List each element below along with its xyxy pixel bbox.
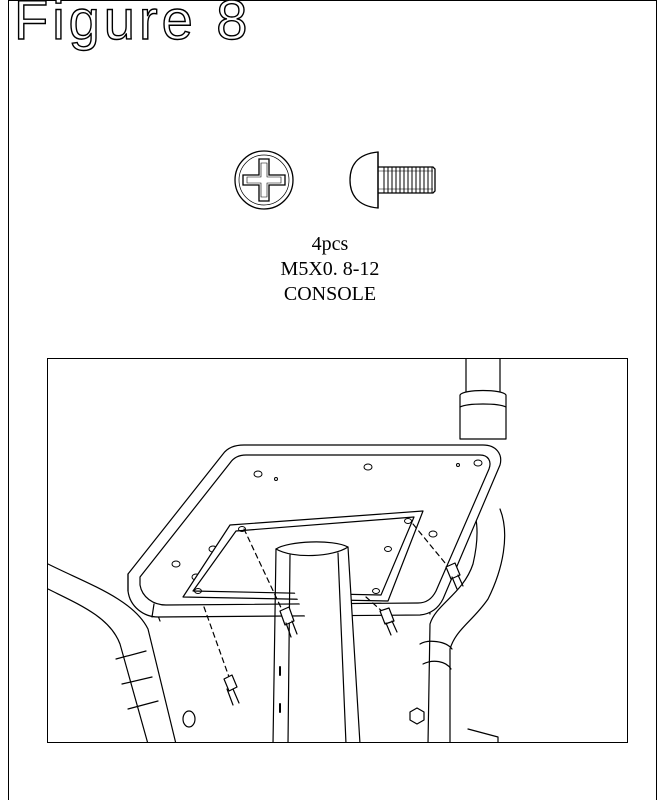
hardware-icons <box>228 145 443 215</box>
round-head-screw-side-icon <box>349 151 436 209</box>
hardware-location: CONSOLE <box>283 283 377 305</box>
assembly-diagram <box>47 358 628 743</box>
screws <box>203 523 464 706</box>
hardware-size: M5X0. 8-12 <box>280 258 380 280</box>
console-post <box>272 541 361 742</box>
phillips-screw-head-icon <box>234 150 294 210</box>
hardware-quantity: 4pcs <box>311 233 349 255</box>
left-handlebar <box>48 563 196 742</box>
figure-title: Figure 8 <box>13 0 252 51</box>
hardware-spec: 4pcs M5X0. 8-12 CONSOLE <box>200 232 460 307</box>
page-frame <box>8 0 657 800</box>
handlebar-post <box>459 359 507 440</box>
